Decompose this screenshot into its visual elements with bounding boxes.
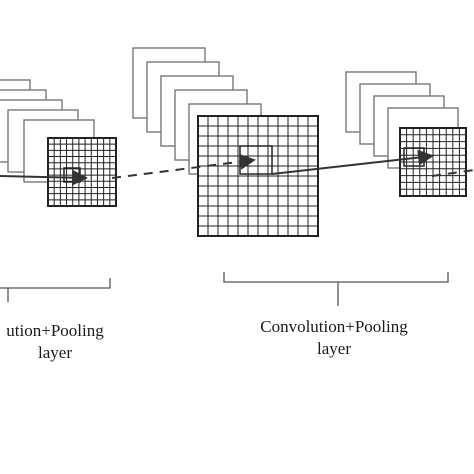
feature-map-stack-left [0,79,117,207]
layer-brackets [0,272,449,306]
layer-label-right-line1: Convolution+Pooling [260,317,408,336]
grid-map [47,137,117,207]
flow-arrows [0,145,474,186]
layer-label-right: Convolution+Pooling layer [244,316,424,360]
arrow-dashed [431,169,474,177]
arrow-line [271,149,434,175]
arrow-line [0,169,88,186]
layer-label-right-line2: layer [317,339,351,358]
feature-map-stack-right [345,71,467,197]
feature-map-stack-middle [132,47,319,237]
bracket-right [223,272,449,283]
layer-label-left-line2: layer [38,343,72,362]
arrow-dashed [111,153,256,179]
layer-label-left-line1: ution+Pooling [6,321,104,340]
layer-label-left: ution+Pooling layer [0,320,120,364]
bracket-left [0,278,111,289]
